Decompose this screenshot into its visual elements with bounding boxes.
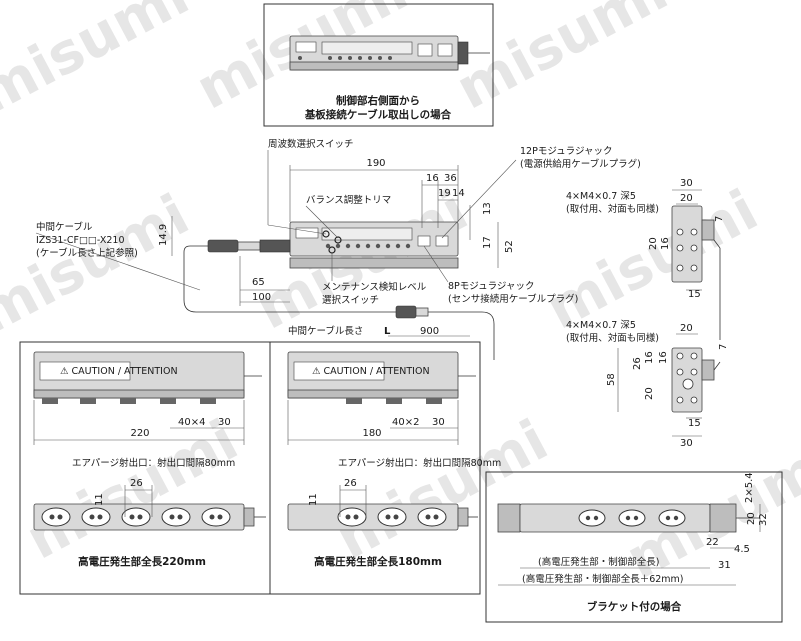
cable-connector: [183, 239, 495, 360]
dim-40x2: 40×2: [392, 417, 419, 428]
dim-2x54: 2×5.4: [744, 472, 755, 503]
bracket-long-unit: [497, 503, 760, 533]
dim-17: 17: [482, 236, 493, 249]
cable-model: IZS31-CF□□-X210: [36, 235, 125, 246]
dim-58: 58: [606, 373, 617, 386]
balance-trimmer-label: バランス調整トリマ: [306, 194, 391, 206]
dim-26-a: 26: [130, 478, 143, 489]
unit180-frame: [269, 341, 481, 595]
dim-11-b: 11: [308, 493, 319, 506]
dim-7-a: 7: [714, 216, 725, 222]
dim-190: 190: [366, 158, 385, 169]
unit220-purge: エアパージ射出口：射出口間隔80mm: [72, 457, 235, 469]
dim-16: 16: [426, 173, 439, 184]
unit180-side: [287, 351, 476, 404]
dim-16-a: 16: [660, 237, 671, 250]
dim-20-c: 20: [680, 323, 693, 334]
cable-note: (ケーブル長さ上記参照): [36, 247, 138, 259]
unit180-purge: エアパージ射出口：射出口間隔80mm: [338, 457, 501, 469]
dim-13: 13: [482, 202, 493, 215]
dim-14: 14: [452, 188, 465, 199]
dim-26-c: 26: [632, 357, 643, 370]
jack12-label-1: 12Pモジュラジャック: [520, 146, 613, 157]
dim-100: 100: [252, 292, 271, 303]
bracket-screw-2: 4×M4×0.7 深5: [566, 320, 636, 331]
dim-31: 31: [718, 560, 731, 571]
dim-32: 32: [758, 513, 769, 526]
top-view-frame: [263, 3, 494, 127]
bracket-len-2: (高電圧発生部・制御部全長＋62mm): [522, 573, 684, 585]
dim-65: 65: [252, 277, 265, 288]
bracket-caption: ブラケット付の場合: [587, 600, 682, 613]
dim-30-d: 30: [680, 438, 693, 449]
maintenance-level-label: メンテナンス検知レベル: [322, 281, 427, 293]
bracket-len-1: (高電圧発生部・制御部全長): [538, 556, 659, 568]
watermark: misumi: [536, 178, 768, 343]
unit180-caption: 高電圧発生部全長180mm: [314, 555, 442, 568]
jack8-label-2: (センサ接続用ケーブルプラグ): [448, 293, 578, 305]
dim-22: 22: [706, 537, 719, 548]
top-view-unit: [289, 35, 490, 71]
dim-7-b: 7: [718, 344, 729, 350]
watermark-layer: misumi misumi misumi misumi misumi misum…: [0, 0, 801, 592]
dim-30: 30: [218, 417, 231, 428]
unit220-warning: ⚠ CAUTION / ATTENTION: [60, 366, 178, 377]
unit220-caption: 高電圧発生部全長220mm: [78, 555, 206, 568]
bracket-screw-note-1: (取付用、対面も同様): [566, 203, 659, 215]
unit180-bottom: 26 11: [287, 478, 478, 531]
unit220-side: [33, 351, 262, 404]
bracket-long-dims: 2×5.4 20 32 22 4.5 (高電圧発生部・制御部全長) 31 (高電…: [498, 472, 769, 586]
watermark: misumi: [0, 182, 199, 347]
dim-19: 19: [438, 188, 451, 199]
bracket-frame: [485, 471, 783, 623]
dim-20-d: 20: [644, 387, 655, 400]
dim-15-a: 15: [688, 289, 701, 300]
dim-20-a: 20: [680, 193, 693, 204]
dim-30-c: 30: [680, 178, 693, 189]
control-unit: [289, 221, 459, 269]
dim-36: 36: [444, 173, 457, 184]
jack12-label-2: (電源供給用ケーブルプラグ): [520, 158, 641, 170]
dim-220: 220: [130, 428, 149, 439]
watermark: misumi: [446, 0, 678, 122]
watermark: misumi: [0, 0, 199, 127]
dim-4-5: 4.5: [734, 544, 750, 555]
dim-20-e: 20: [746, 512, 757, 525]
bracket-view-bottom: [671, 347, 721, 413]
bracket-view-top: [671, 205, 721, 340]
dim-30-b: 30: [432, 417, 445, 428]
dim-16-c: 16: [658, 351, 669, 364]
dim-14-9: 14.9: [158, 224, 169, 246]
dim-180: 180: [362, 428, 381, 439]
dim-20-b: 20: [648, 237, 659, 250]
unit180-warning: ⚠ CAUTION / ATTENTION: [312, 366, 430, 377]
dim-26-b: 26: [344, 478, 357, 489]
top-view-caption-1: 制御部右側面から: [336, 94, 420, 107]
unit220-dims: 220 40×4 30: [33, 400, 245, 445]
dim-52: 52: [504, 240, 515, 253]
dim-40x4: 40×4: [178, 417, 205, 428]
freq-switch-label: 周波数選択スイッチ: [268, 138, 354, 150]
bracket-bottom-dims: 20 7 58 26 16 16 20 15 30: [606, 323, 729, 449]
dim-11-a: 11: [94, 493, 105, 506]
cable-title: 中間ケーブル: [36, 221, 93, 233]
bracket-top-dims: 30 20 7 20 16 15: [648, 178, 725, 300]
dim-16-b: 16: [644, 351, 655, 364]
dim-15-b: 15: [688, 418, 701, 429]
control-dims: 190 16 36 19 14 13 17 52 14.9 65 100 L 9…: [158, 158, 515, 337]
jack8-label-1: 8Pモジュラジャック: [448, 281, 534, 292]
select-switch-label: 選択スイッチ: [322, 294, 379, 306]
bracket-screw-1: 4×M4×0.7 深5: [566, 191, 636, 202]
dim-L: L: [384, 326, 391, 337]
unit180-dims: 180 40×2 30: [287, 400, 459, 445]
unit220-bottom: 26 11: [33, 478, 266, 531]
dim-900: 900: [420, 326, 439, 337]
bracket-screw-note-2: (取付用、対面も同様): [566, 332, 659, 344]
top-view-caption-2: 基板接続ケーブル取出しの場合: [304, 108, 452, 121]
cable-length-label: 中間ケーブル長さ: [288, 325, 363, 337]
